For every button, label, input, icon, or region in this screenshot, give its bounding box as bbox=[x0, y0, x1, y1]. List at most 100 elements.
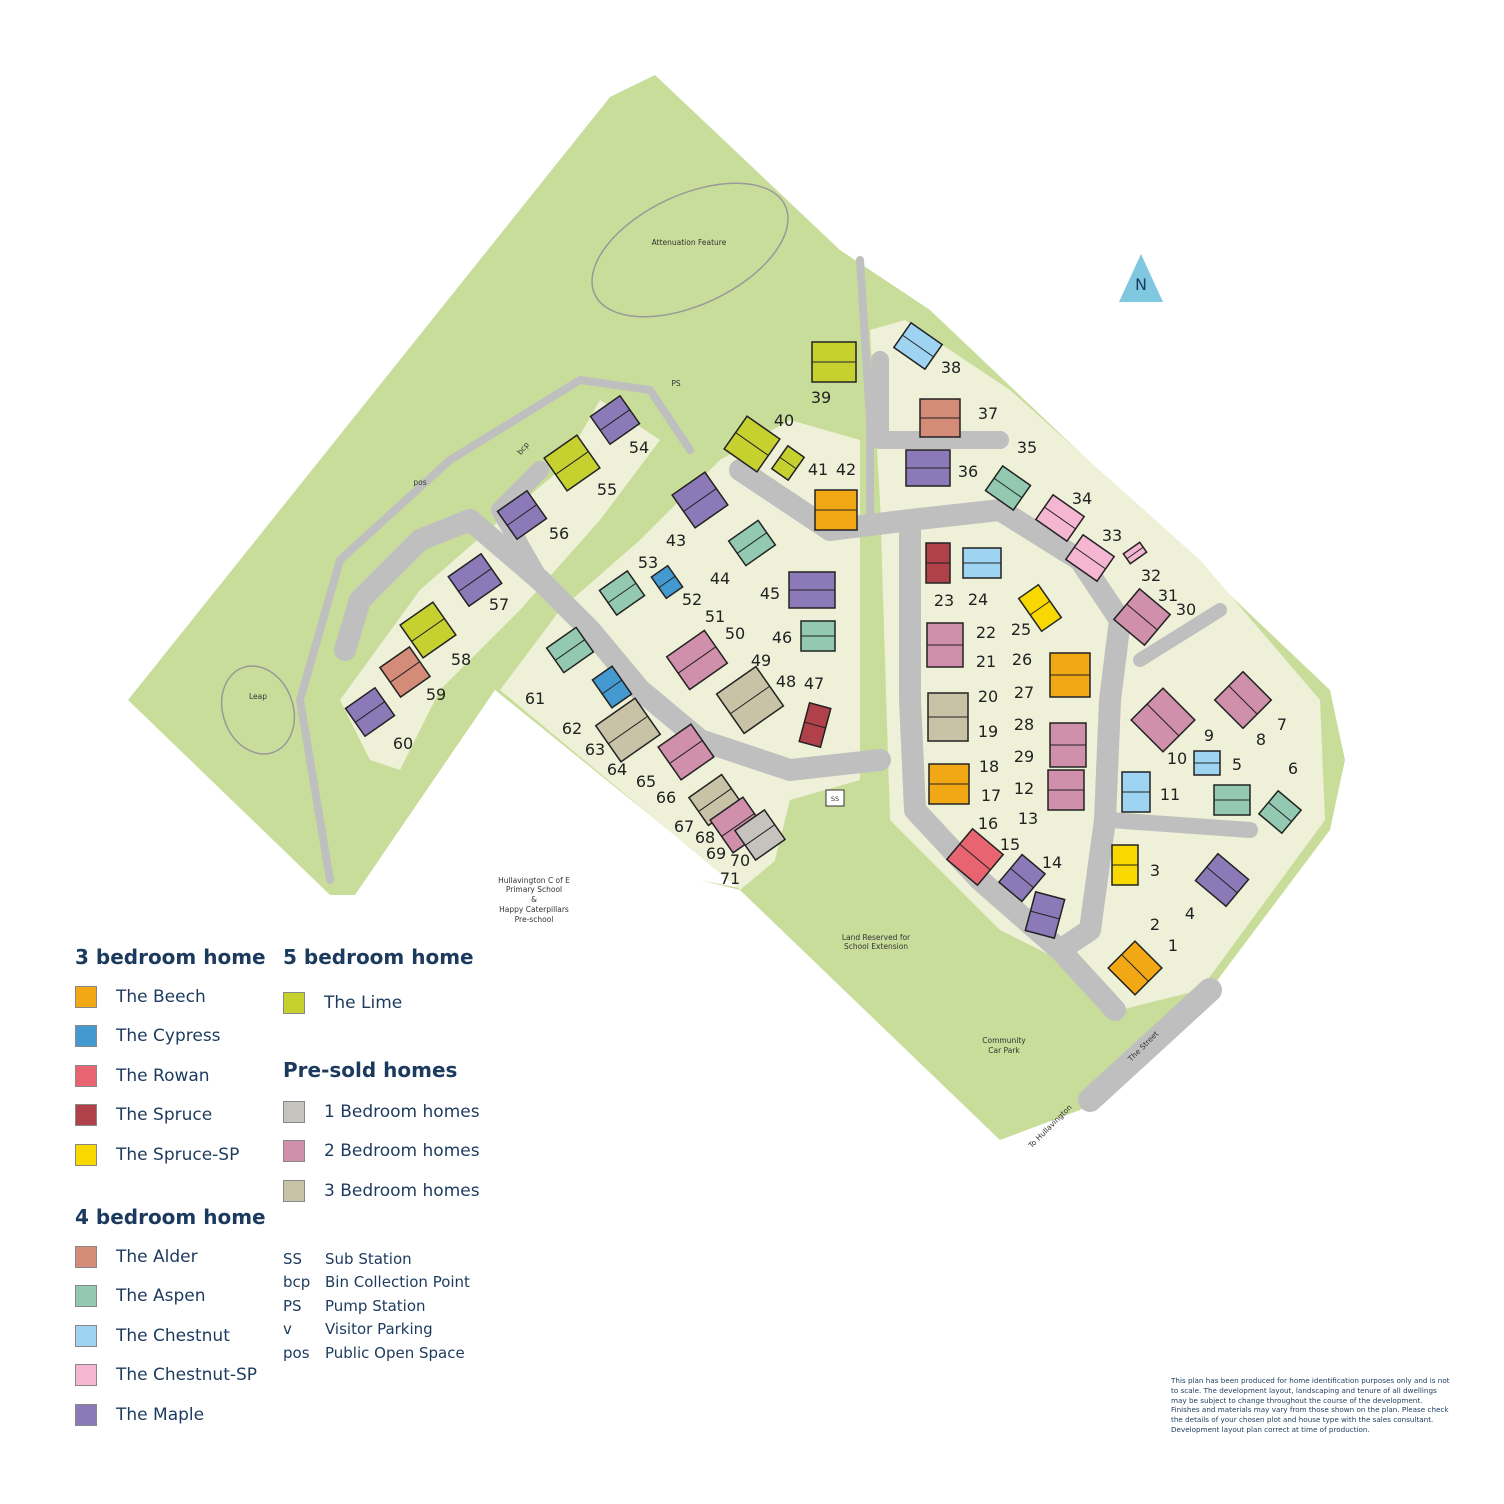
legend-item-chestnut_sp: The Chestnut-SP bbox=[75, 1356, 266, 1396]
plot-59[interactable]: 59 bbox=[378, 645, 446, 704]
plot-62[interactable]: 62 bbox=[562, 665, 633, 738]
plot-1[interactable]: 1 bbox=[1107, 936, 1178, 996]
legend-swatch bbox=[75, 1285, 97, 1308]
plot-30[interactable]: 30 bbox=[1112, 587, 1196, 647]
abbreviation-meaning: Visitor Parking bbox=[325, 1320, 433, 1339]
plot-6[interactable]: 6 bbox=[1257, 759, 1303, 835]
roof-ridge bbox=[607, 582, 637, 604]
plot-52[interactable]: 52 bbox=[650, 564, 702, 609]
legend-label: The Cypress bbox=[116, 1026, 221, 1047]
plot-63[interactable]: 63 bbox=[585, 697, 662, 763]
plot-71[interactable]: 71 bbox=[720, 869, 740, 888]
plot-31[interactable]: 31 bbox=[1158, 586, 1178, 605]
plot-11[interactable]: 11 bbox=[1121, 771, 1180, 813]
plot-5[interactable]: 5 bbox=[1213, 755, 1251, 816]
plot-67[interactable]: 67 bbox=[674, 773, 743, 836]
plot-37[interactable]: 37 bbox=[919, 398, 998, 438]
legend-swatch bbox=[75, 1025, 97, 1048]
plot-8[interactable]: 8 bbox=[1256, 730, 1266, 749]
plot-number: 34 bbox=[1072, 489, 1092, 508]
plot-43[interactable]: 43 bbox=[666, 471, 729, 550]
plot-29[interactable]: 29 bbox=[1014, 747, 1034, 766]
plot-70[interactable]: 70 bbox=[730, 808, 787, 870]
plot-60[interactable]: 60 bbox=[344, 686, 414, 753]
plot-13[interactable]: 13 bbox=[1018, 809, 1038, 828]
plot-49[interactable]: 49 bbox=[751, 651, 771, 670]
plot-39[interactable]: 39 bbox=[811, 341, 857, 407]
plot-46[interactable]: 46 bbox=[772, 620, 836, 652]
plot-15[interactable]: 15 bbox=[997, 835, 1047, 903]
plot-23[interactable]: 23 bbox=[925, 542, 954, 610]
legend-5-bed: 5 bedroom home The Lime bbox=[283, 945, 474, 1023]
plot-12[interactable]: 12 bbox=[1014, 769, 1085, 811]
plot-9[interactable]: 9 bbox=[1130, 687, 1214, 753]
plot-61[interactable]: 61 bbox=[525, 626, 595, 708]
plot-24[interactable]: 24 bbox=[962, 547, 1002, 609]
plot-number: 48 bbox=[776, 672, 796, 691]
roof-ridge bbox=[658, 575, 676, 589]
legend-label: The Alder bbox=[116, 1246, 198, 1267]
legend-item-spruce: The Spruce bbox=[75, 1096, 266, 1136]
plot-35[interactable]: 35 bbox=[984, 438, 1037, 512]
plot-17[interactable]: 17 bbox=[928, 763, 1001, 805]
plot-44[interactable]: 44 bbox=[710, 519, 777, 588]
plot-22[interactable]: 22 bbox=[976, 623, 996, 642]
legend-swatch bbox=[75, 1245, 97, 1268]
plot-21[interactable]: 21 bbox=[926, 622, 996, 671]
plot-57[interactable]: 57 bbox=[447, 552, 509, 614]
plot-20[interactable]: 20 bbox=[978, 687, 998, 706]
north-arrow-icon bbox=[1119, 254, 1163, 302]
roof-ridge bbox=[993, 477, 1023, 499]
plot-47[interactable]: 47 bbox=[798, 674, 832, 749]
plot-65[interactable]: 65 bbox=[636, 723, 715, 791]
pump-station-label: PS bbox=[671, 379, 681, 388]
plot-51[interactable]: 51 bbox=[705, 607, 725, 626]
plot-number: 13 bbox=[1018, 809, 1038, 828]
plot-40[interactable]: 40 bbox=[723, 411, 794, 473]
plot-55[interactable]: 55 bbox=[543, 434, 617, 499]
plot-50[interactable]: 50 bbox=[665, 624, 745, 691]
plot-number: 37 bbox=[978, 404, 998, 423]
plot-58[interactable]: 58 bbox=[399, 601, 471, 669]
plot-16[interactable]: 16 bbox=[945, 814, 1005, 887]
plot-19[interactable]: 19 bbox=[927, 692, 998, 742]
road-1 bbox=[899, 499, 1131, 961]
plot-42[interactable]: 42 bbox=[814, 460, 858, 531]
roof-ridge bbox=[555, 451, 589, 475]
plot-2[interactable]: 2 bbox=[1150, 915, 1160, 934]
legend-label: The Maple bbox=[116, 1404, 205, 1425]
plot-27[interactable]: 27 bbox=[1014, 683, 1034, 702]
car-park-label: Community Car Park bbox=[982, 1036, 1026, 1055]
plot-28[interactable]: 28 bbox=[1014, 715, 1087, 768]
plot-25[interactable]: 25 bbox=[1011, 583, 1063, 639]
plot-33[interactable]: 33 bbox=[1064, 526, 1122, 583]
plot-number: 32 bbox=[1141, 566, 1161, 585]
plot-56[interactable]: 56 bbox=[496, 489, 570, 543]
svg-text:Community: Community bbox=[982, 1036, 1026, 1045]
plot-18[interactable]: 18 bbox=[979, 757, 999, 776]
roof-ridge bbox=[599, 409, 631, 431]
plot-32[interactable]: 32 bbox=[1122, 541, 1161, 585]
roof-ridge bbox=[959, 843, 991, 871]
plot-48[interactable]: 48 bbox=[715, 665, 797, 735]
svg-text:Hullavington C of E: Hullavington C of E bbox=[498, 876, 570, 885]
plot-53[interactable]: 53 bbox=[598, 553, 658, 617]
plot-14[interactable]: 14 bbox=[1024, 853, 1066, 940]
plot-number: 22 bbox=[976, 623, 996, 642]
plot-36[interactable]: 36 bbox=[905, 449, 978, 487]
plot-10[interactable]: 10 bbox=[1167, 749, 1221, 776]
plot-4[interactable]: 4 bbox=[1185, 852, 1250, 923]
plot-3[interactable]: 3 bbox=[1111, 844, 1160, 886]
plot-66[interactable]: 66 bbox=[656, 788, 676, 807]
plot-54[interactable]: 54 bbox=[589, 394, 650, 457]
plot-34[interactable]: 34 bbox=[1034, 489, 1092, 543]
plot-7[interactable]: 7 bbox=[1213, 670, 1287, 734]
plot-number: 12 bbox=[1014, 779, 1034, 798]
plot-64[interactable]: 64 bbox=[607, 760, 627, 779]
plot-26[interactable]: 26 bbox=[1012, 650, 1091, 698]
plot-69[interactable]: 69 bbox=[706, 844, 726, 863]
plot-45[interactable]: 45 bbox=[760, 571, 836, 609]
plot-38[interactable]: 38 bbox=[892, 321, 961, 377]
plot-41[interactable]: 41 bbox=[770, 444, 828, 482]
